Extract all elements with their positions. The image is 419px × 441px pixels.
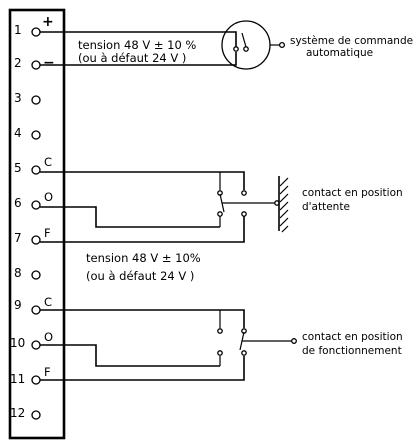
terminal-3 [31, 95, 41, 105]
terminal-4 [31, 130, 41, 140]
terminal-numbers: 1 2 3 4 5 6 7 8 9 10 11 12 [10, 23, 25, 420]
letter-f-terminal-7: F [44, 226, 51, 240]
terminal-number-3: 3 [14, 91, 22, 105]
supply-top-line1: tension 48 V ± 10 % [78, 38, 196, 52]
contact-wait-line1: contact en position [302, 187, 403, 199]
terminal-number-6: 6 [14, 196, 22, 210]
terminal-number-5: 5 [14, 161, 22, 175]
terminal-number-10: 10 [10, 336, 25, 350]
terminal-number-7: 7 [14, 231, 22, 245]
letter-o-terminal-10: O [44, 330, 53, 344]
operating-contact-circuit [40, 309, 297, 381]
minus-sign: − [43, 55, 55, 71]
terminal-5 [31, 165, 41, 175]
terminal-block [8, 8, 66, 440]
terminal-circles [31, 27, 41, 420]
terminal-number-9: 9 [14, 298, 22, 312]
terminal-2 [31, 60, 41, 70]
terminal-7 [31, 235, 41, 245]
letter-o-terminal-6: O [44, 190, 53, 204]
terminal-number-1: 1 [14, 23, 22, 37]
terminal-10 [31, 340, 41, 350]
terminal-number-4: 4 [14, 126, 22, 140]
plus-sign: + [42, 14, 54, 30]
terminal-6 [31, 200, 41, 210]
control-circuit [40, 20, 286, 70]
terminal-number-8: 8 [14, 266, 22, 280]
control-system-line2: automatique [306, 47, 373, 59]
terminal-11 [31, 375, 41, 385]
supply-top-line2: (ou à défaut 24 V ) [78, 51, 186, 65]
letter-c-terminal-9: C [44, 295, 52, 309]
letter-c-terminal-5: C [44, 155, 52, 169]
supply-mid-line1: tension 48 V ± 10% [86, 251, 201, 265]
contact-run-line2: de fonctionnement [302, 345, 402, 357]
contact-wait-line2: d'attente [302, 201, 350, 213]
terminal-9 [31, 305, 41, 315]
terminal-1 [31, 27, 41, 37]
supply-mid-line2: (ou à défaut 24 V ) [86, 269, 194, 283]
terminal-12 [31, 410, 41, 420]
contact-run-line1: contact en position [302, 331, 403, 343]
letter-f-terminal-11: F [44, 365, 51, 379]
control-system-line1: système de commande [290, 35, 413, 47]
terminal-number-12: 12 [10, 406, 25, 420]
terminal-8 [31, 270, 41, 280]
terminal-number-2: 2 [14, 56, 22, 70]
terminal-number-11: 11 [10, 372, 25, 386]
waiting-contact-circuit [40, 171, 289, 243]
